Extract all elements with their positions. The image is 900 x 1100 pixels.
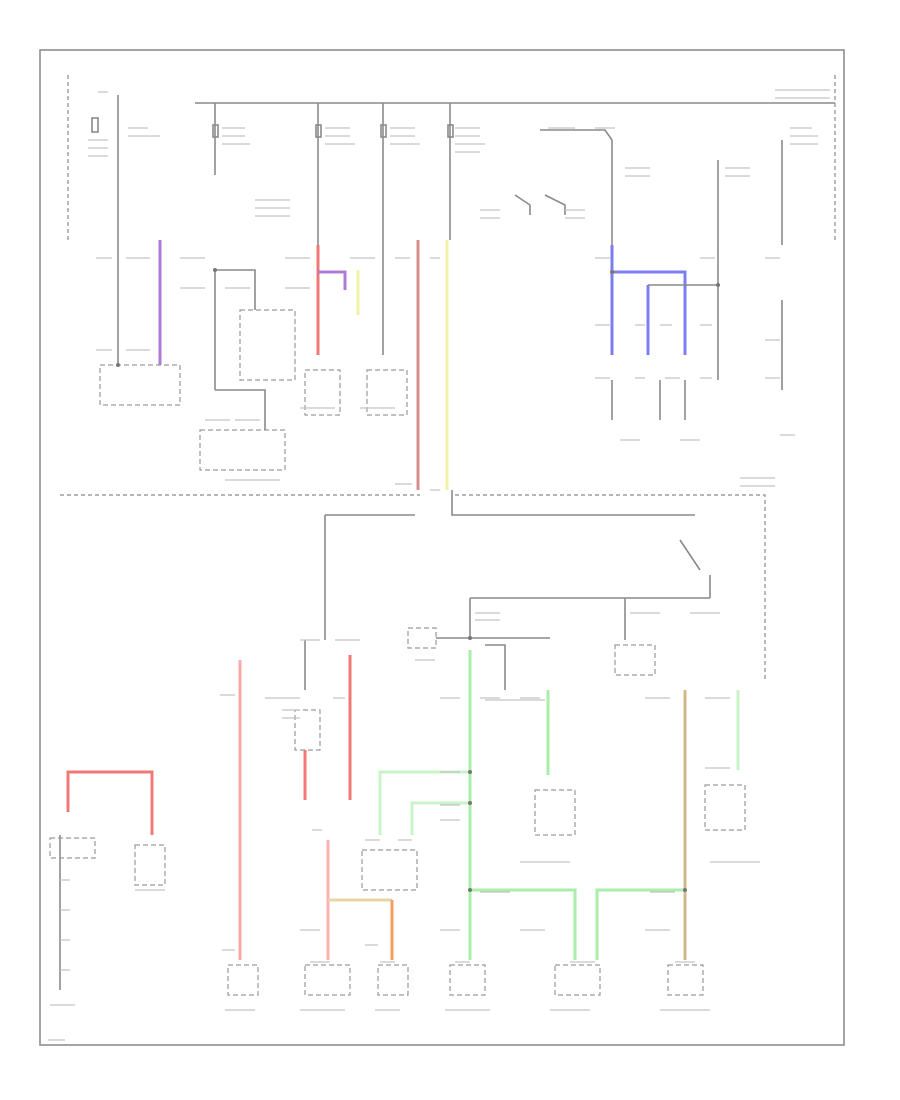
condenser-fan-relay-box xyxy=(366,369,408,416)
battery-wire-red xyxy=(66,770,154,835)
purple-branch-wire xyxy=(318,270,347,290)
power-relay-box xyxy=(304,369,341,416)
headlight-wire-gray xyxy=(648,245,719,380)
ignition-switch-box xyxy=(294,709,321,751)
illegible-label-marks xyxy=(48,89,830,1041)
headlight-ground-wires xyxy=(611,300,783,420)
lower-feed-wire xyxy=(324,514,415,640)
ecr-feed-wire xyxy=(215,389,266,430)
generator-box xyxy=(99,364,181,406)
fuse-icon xyxy=(91,117,454,138)
compartment-divider xyxy=(60,494,766,680)
tail-light-indicator-box xyxy=(407,627,437,649)
fuse-box-boundary-top xyxy=(67,75,836,240)
dash-light-relay-box xyxy=(614,644,656,676)
left-front-side-marker-box xyxy=(534,789,576,836)
green-wire-5 xyxy=(470,888,577,960)
multi-function-switch-box xyxy=(304,964,351,996)
right-front-side-marker-box xyxy=(704,784,746,831)
fuel-relay-box xyxy=(239,309,296,381)
right-rear-combination-light-box xyxy=(667,964,704,996)
relay-feed-wire xyxy=(214,269,256,390)
tail-relay-switch xyxy=(679,539,711,598)
lower-right-feed-wire xyxy=(451,490,695,516)
interior-light-box xyxy=(361,849,418,891)
junction-dots xyxy=(116,268,720,892)
headlight-wire-blue-2 xyxy=(612,270,687,355)
starter-box xyxy=(134,844,166,886)
engine-control-relay-box xyxy=(199,429,286,471)
relay-coil-wire xyxy=(540,129,613,141)
battery-box xyxy=(49,837,96,859)
oil-pressure-switch-box xyxy=(227,964,259,996)
dimmer-box xyxy=(377,964,409,996)
green-wire-6 xyxy=(595,888,685,960)
diagram-frame xyxy=(39,49,845,1046)
relay-contact-right xyxy=(544,194,566,215)
license-light-box xyxy=(554,964,601,996)
tail-light-wire xyxy=(485,644,506,690)
relay-contact-left xyxy=(514,194,531,215)
tail-relay-wire xyxy=(469,597,710,640)
left-rear-combination-light-box xyxy=(449,964,486,996)
green-wire-2 xyxy=(410,801,470,835)
